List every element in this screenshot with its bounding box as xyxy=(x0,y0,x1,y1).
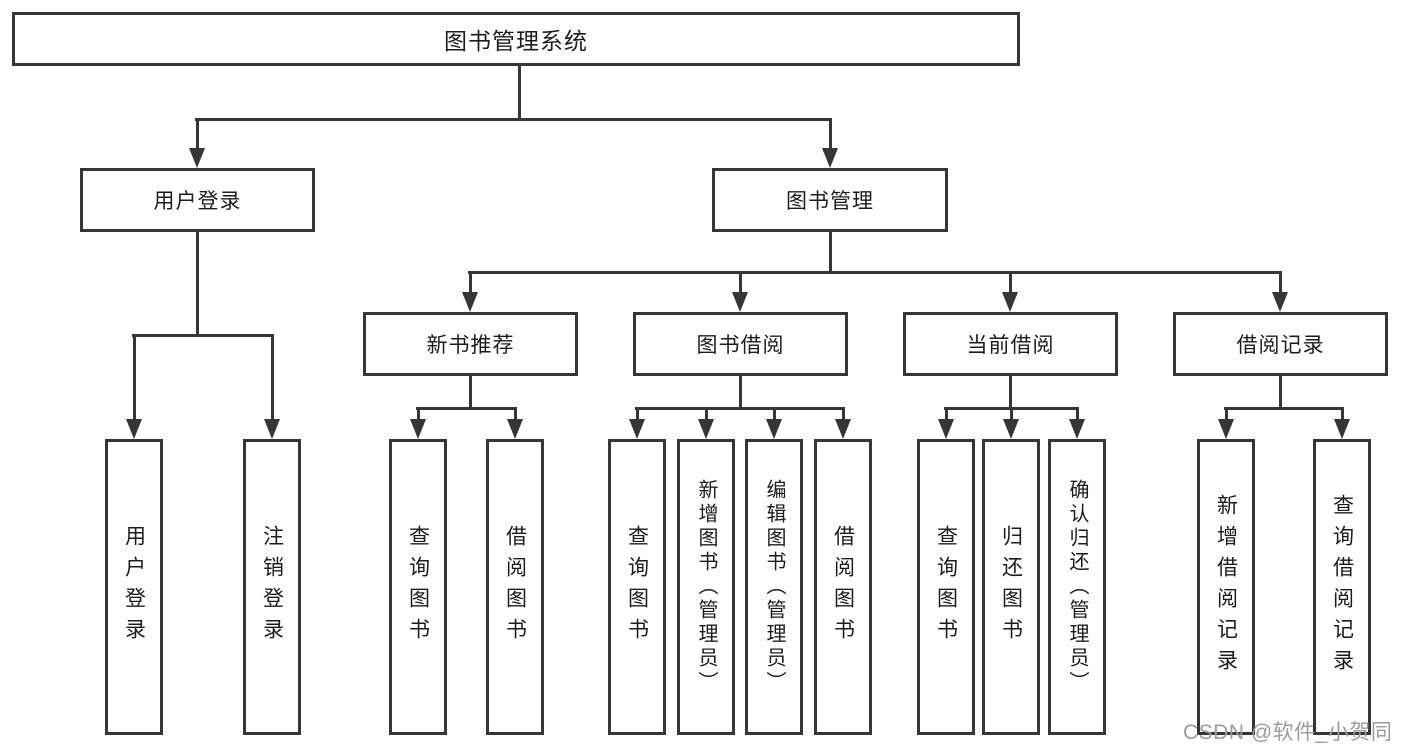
node-label: 注销登录 xyxy=(260,525,284,649)
arrowhead-down xyxy=(835,419,851,439)
node-borrowsec-borrow-books: 借阅图书 xyxy=(814,439,872,735)
connector xyxy=(132,334,273,337)
node-label: 借阅图书 xyxy=(503,525,527,649)
node-label: 查询图书 xyxy=(406,525,430,649)
node-label: 确认归还（管理员） xyxy=(1066,479,1088,695)
node-add-borrow-record: 新增借阅记录 xyxy=(1197,439,1255,735)
node-borrowing-records: 借阅记录 xyxy=(1173,312,1388,376)
node-library-system: 图书管理系统 xyxy=(12,12,1020,66)
arrowhead-down xyxy=(1272,292,1288,312)
node-label: 归还图书 xyxy=(999,525,1023,649)
connector xyxy=(195,118,199,151)
arrowhead-down xyxy=(126,419,142,439)
connector xyxy=(828,118,832,151)
connector xyxy=(416,407,420,421)
node-label: 查询图书 xyxy=(934,525,958,649)
connector xyxy=(1278,376,1282,410)
arrowhead-down xyxy=(1334,419,1350,439)
node-label: 用户登录 xyxy=(122,525,146,649)
connector xyxy=(270,334,274,421)
connector xyxy=(944,407,948,421)
connector xyxy=(1009,407,1013,421)
watermark: CSDN @软件_小贺同学 xyxy=(1183,721,1393,744)
node-label: 新增图书（管理员） xyxy=(695,479,717,695)
arrowhead-down xyxy=(462,292,478,312)
arrowhead-down xyxy=(1003,419,1019,439)
node-book-borrowing: 图书借阅 xyxy=(633,312,848,376)
connector xyxy=(1224,407,1344,410)
connector xyxy=(132,334,136,421)
arrowhead-down xyxy=(1218,419,1234,439)
connector xyxy=(772,407,776,421)
arrowhead-down xyxy=(1002,292,1018,312)
node-add-book-admin: 新增图书（管理员） xyxy=(677,439,735,735)
connector xyxy=(841,407,845,421)
node-label: 借阅记录 xyxy=(1236,334,1325,357)
node-label: 图书管理系统 xyxy=(444,28,588,54)
node-label: 新书推荐 xyxy=(426,334,515,357)
connector xyxy=(635,407,639,421)
connector xyxy=(738,271,742,294)
connector xyxy=(513,407,517,421)
arrowhead-down xyxy=(822,148,838,168)
arrowhead-down xyxy=(732,292,748,312)
node-query-borrow-record: 查询借阅记录 xyxy=(1313,439,1371,735)
node-label: 新增借阅记录 xyxy=(1214,494,1238,680)
arrowhead-down xyxy=(507,419,523,439)
node-recommend-borrow-books: 借阅图书 xyxy=(486,439,544,735)
connector xyxy=(1008,271,1012,294)
node-label: 查询图书 xyxy=(625,525,649,649)
node-return-books: 归还图书 xyxy=(982,439,1040,735)
connector xyxy=(1224,407,1228,421)
arrowhead-down xyxy=(264,419,280,439)
node-user-login-action: 用户登录 xyxy=(105,439,163,735)
node-logout: 注销登录 xyxy=(243,439,301,735)
connector xyxy=(704,407,708,421)
node-recommend-query-books: 查询图书 xyxy=(389,439,447,735)
arrowhead-down xyxy=(189,148,205,168)
node-label: 编辑图书（管理员） xyxy=(763,479,785,695)
connector xyxy=(517,66,521,118)
node-label: 图书借阅 xyxy=(696,334,785,357)
arrowhead-down xyxy=(1069,419,1085,439)
node-edit-book-admin: 编辑图书（管理员） xyxy=(745,439,803,735)
node-current-borrowing: 当前借阅 xyxy=(903,312,1118,376)
connector xyxy=(1340,407,1344,421)
connector xyxy=(1278,271,1282,294)
connector xyxy=(195,232,199,337)
node-current-query-books: 查询图书 xyxy=(917,439,975,735)
arrowhead-down xyxy=(698,419,714,439)
node-label: 图书管理 xyxy=(786,190,874,213)
arrowhead-down xyxy=(410,419,426,439)
node-label: 当前借阅 xyxy=(966,334,1055,357)
node-confirm-return-admin: 确认归还（管理员） xyxy=(1048,439,1106,735)
arrowhead-down xyxy=(766,419,782,439)
node-label: 用户登录 xyxy=(153,190,242,213)
connector xyxy=(635,407,845,410)
connector xyxy=(416,407,517,410)
node-new-book-recommend: 新书推荐 xyxy=(363,312,578,376)
connector xyxy=(738,376,742,410)
node-label: 借阅图书 xyxy=(831,525,855,649)
connector xyxy=(468,271,1282,274)
connector xyxy=(195,118,831,121)
connector xyxy=(1008,376,1012,410)
connector xyxy=(1075,407,1079,421)
connector xyxy=(828,232,832,274)
arrowhead-down xyxy=(629,419,645,439)
node-book-management: 图书管理 xyxy=(712,168,948,232)
connector xyxy=(468,271,472,294)
node-user-login: 用户登录 xyxy=(80,168,315,232)
node-label: 查询借阅记录 xyxy=(1330,494,1354,680)
node-borrowsec-query-books: 查询图书 xyxy=(608,439,666,735)
connector xyxy=(468,376,472,410)
arrowhead-down xyxy=(938,419,954,439)
